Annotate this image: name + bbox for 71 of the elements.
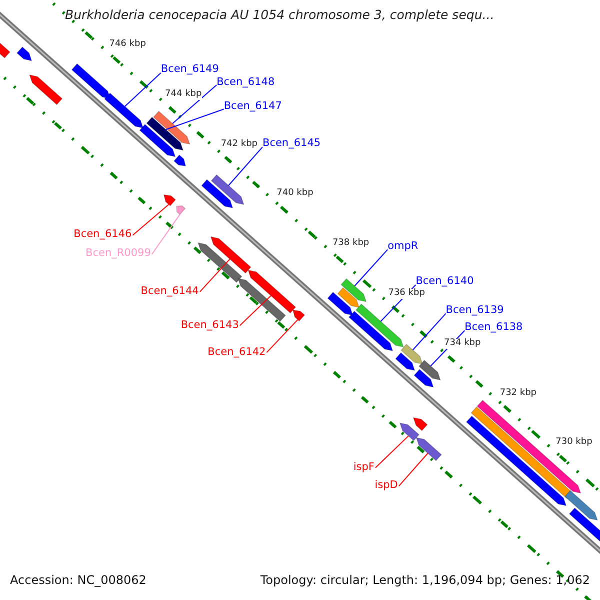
gene-block <box>412 417 428 432</box>
gene-label: Bcen_6144 <box>140 286 199 298</box>
gene-block <box>414 368 434 388</box>
gene-block <box>564 490 598 520</box>
gene-label: Bcen_6139 <box>446 304 504 317</box>
gene-label: ompR <box>388 241 418 253</box>
gene-block <box>292 310 306 322</box>
gene-block <box>29 74 63 106</box>
gene-label: Bcen_6145 <box>262 138 321 150</box>
leader-line <box>151 214 180 255</box>
gene-block <box>400 344 423 364</box>
gene-block <box>174 154 186 166</box>
gene-block <box>176 206 186 215</box>
scale-label: 746 kbp <box>109 40 146 50</box>
gene-label: ispF <box>353 462 374 474</box>
gene-block <box>327 292 354 316</box>
leader-line <box>124 72 162 107</box>
gene-block <box>201 179 234 208</box>
gene-block <box>356 304 404 348</box>
gene-block <box>210 236 252 274</box>
gene-label: Bcen_6148 <box>216 76 275 88</box>
scale-label: 738 kbp <box>332 239 370 250</box>
gene-block <box>418 360 441 380</box>
gene-label: Bcen_6138 <box>464 322 523 334</box>
gene-block <box>16 46 32 62</box>
gene-block <box>0 41 10 58</box>
leader-line <box>398 452 428 487</box>
accession-text: Accession: NC_008062 <box>10 574 146 588</box>
gene-block <box>198 242 242 283</box>
leader-line <box>239 295 272 326</box>
leader-line <box>165 108 224 130</box>
leader-line <box>199 258 230 292</box>
gene-block <box>395 352 416 371</box>
scale-label: 736 kbp <box>388 289 425 299</box>
gene-block <box>139 124 176 157</box>
scale-label: 742 kbp <box>220 140 258 150</box>
gene-label: Bcen_6142 <box>208 346 266 358</box>
gene-block <box>210 174 244 205</box>
gene-block <box>340 278 367 302</box>
leader-line <box>228 146 263 186</box>
gene-block <box>337 287 360 308</box>
gene-label: Bcen_6140 <box>416 276 474 288</box>
leader-line <box>266 319 298 353</box>
leader-line <box>354 249 388 286</box>
gene-block <box>153 110 190 144</box>
gene-block <box>348 310 394 352</box>
gene-block <box>248 270 296 314</box>
scale-label: 730 kbp <box>556 438 592 448</box>
leader-line <box>132 204 170 236</box>
scale-label: 744 kbp <box>165 90 202 100</box>
gene-label: Bcen_R0099 <box>86 248 151 260</box>
gene-block <box>399 422 420 442</box>
gene-block <box>104 92 144 128</box>
gene-block <box>164 194 176 206</box>
gene-block <box>238 278 286 322</box>
genome-stats-text: Topology: circular; Length: 1,196,094 bp; Genes: 1,062 <box>260 574 590 588</box>
gene-label: Bcen_6143 <box>180 320 239 332</box>
leader-line <box>374 435 409 468</box>
gene-label: Bcen_6146 <box>74 229 132 241</box>
scale-label: 734 kbp <box>444 338 481 349</box>
map-title: Burkholderia cenocepacia AU 1054 chromosome 3, complete sequ... <box>65 8 494 22</box>
gene-block <box>71 63 111 100</box>
scale-label: 732 kbp <box>500 388 537 399</box>
gene-block <box>416 437 442 462</box>
gene-block <box>146 116 184 151</box>
gene-label: Bcen_6147 <box>224 100 282 112</box>
gene-label: Bcen_6149 <box>160 64 219 76</box>
gene-label: ispD <box>374 480 398 492</box>
scale-label: 740 kbp <box>276 189 314 200</box>
leader-line <box>412 313 446 350</box>
leader-line <box>172 84 218 124</box>
